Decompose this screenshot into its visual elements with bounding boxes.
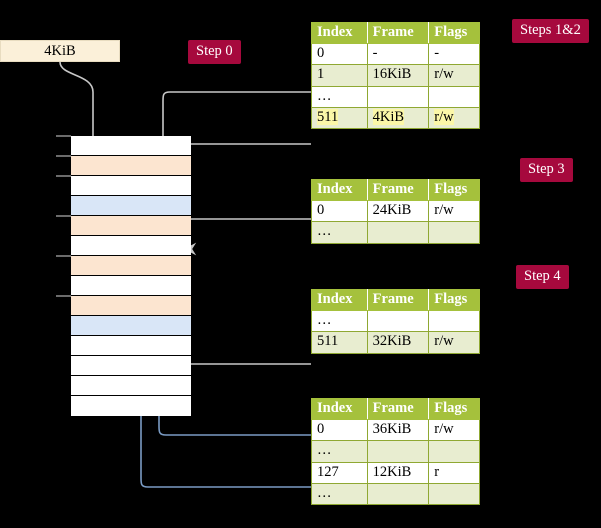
cell-index: 511 bbox=[311, 331, 368, 354]
memory-row-10 bbox=[71, 336, 191, 356]
cell-frame bbox=[366, 482, 430, 506]
cell-index: 0 bbox=[311, 43, 368, 66]
table-row: … bbox=[311, 85, 480, 108]
wire-l4-127-to-memory bbox=[129, 207, 311, 488]
table-row: … bbox=[311, 310, 480, 333]
badge-step-0: Step 0 bbox=[188, 40, 241, 64]
column-header-frame: Frame bbox=[366, 288, 430, 312]
cell-index: 0 bbox=[311, 419, 368, 442]
memory-row-tick-0 bbox=[56, 135, 71, 137]
cell-frame: 12KiB bbox=[366, 461, 430, 484]
cell-flags bbox=[428, 221, 480, 244]
cell-flags bbox=[428, 310, 480, 333]
cell-frame bbox=[366, 310, 430, 333]
cell-flags: - bbox=[428, 43, 480, 66]
table-row: … bbox=[311, 482, 480, 506]
wire-l3-511-to-memory bbox=[166, 299, 311, 365]
badge-steps-1-2: Steps 1&2 bbox=[512, 19, 589, 43]
column-header-index: Index bbox=[311, 21, 368, 45]
memory-row-3 bbox=[71, 196, 191, 216]
wire-l4-0-to-memory bbox=[147, 324, 311, 436]
memory-row-tick-6 bbox=[56, 255, 71, 257]
wire-l1-511-to-memory bbox=[162, 143, 311, 157]
column-header-index: Index bbox=[311, 178, 368, 202]
memory-row-11 bbox=[71, 356, 191, 376]
cell-frame: 32KiB bbox=[366, 331, 430, 354]
cell-flags: r/w bbox=[428, 64, 480, 87]
memory-row-8 bbox=[56, 295, 191, 316]
memory-row-0 bbox=[56, 135, 191, 156]
memory-row-tick-4 bbox=[56, 215, 71, 217]
cell-index: 127 bbox=[311, 461, 368, 484]
cell-flags: r/w bbox=[428, 331, 480, 354]
column-header-index: Index bbox=[311, 397, 368, 421]
frame-size-label: 4KiB bbox=[44, 42, 76, 59]
cell-index: … bbox=[311, 482, 368, 506]
column-header-frame: Frame bbox=[366, 397, 430, 421]
cell-flags bbox=[428, 85, 480, 108]
column-header-flags: Flags bbox=[428, 21, 480, 45]
cell-frame: - bbox=[366, 43, 430, 66]
frame-size-box: 4KiB bbox=[0, 40, 120, 62]
memory-row-tick-1 bbox=[56, 155, 71, 157]
column-header-frame: Frame bbox=[366, 178, 430, 202]
table-row: 0-- bbox=[311, 43, 480, 66]
memory-row-13 bbox=[71, 396, 191, 416]
memory-row-9 bbox=[71, 316, 191, 336]
table-row: … bbox=[311, 221, 480, 244]
cell-flags: r bbox=[428, 461, 480, 484]
wire-frame-to-memory bbox=[59, 61, 105, 159]
cell-index: 0 bbox=[311, 200, 368, 223]
cell-frame: 36KiB bbox=[366, 419, 430, 442]
badge-step-4: Step 4 bbox=[516, 265, 569, 289]
column-header-flags: Flags bbox=[428, 397, 480, 421]
cell-flags bbox=[428, 440, 480, 463]
cell-index: … bbox=[311, 310, 368, 333]
memory-row-4 bbox=[56, 215, 191, 236]
memory-row-6 bbox=[56, 255, 191, 276]
table-row: … bbox=[311, 440, 480, 463]
cell-flags bbox=[428, 482, 480, 506]
memory-row-tick-8 bbox=[56, 295, 71, 297]
column-header-frame: Frame bbox=[366, 21, 430, 45]
wire-step0-rail bbox=[162, 91, 311, 236]
cell-flags: r/w bbox=[428, 200, 480, 223]
cell-frame: 4KiB bbox=[366, 106, 430, 130]
cell-frame: 16KiB bbox=[366, 64, 430, 87]
cell-frame: 24KiB bbox=[366, 200, 430, 223]
cell-flags: r/w bbox=[428, 106, 480, 130]
column-header-index: Index bbox=[311, 288, 368, 312]
wire-l2-0-to-memory bbox=[184, 218, 311, 256]
memory-row-1 bbox=[56, 155, 191, 176]
cell-frame bbox=[366, 221, 430, 244]
cell-frame bbox=[366, 85, 430, 108]
cell-flags: r/w bbox=[428, 419, 480, 442]
physical-memory-column bbox=[56, 135, 191, 416]
cell-index: … bbox=[311, 85, 368, 108]
memory-row-12 bbox=[71, 376, 191, 396]
memory-row-tick-2 bbox=[56, 175, 71, 177]
cell-index: 1 bbox=[311, 64, 368, 87]
cell-index: … bbox=[311, 221, 368, 244]
memory-row-2 bbox=[56, 175, 191, 196]
memory-row-7 bbox=[71, 276, 191, 296]
column-header-flags: Flags bbox=[428, 288, 480, 312]
column-header-flags: Flags bbox=[428, 178, 480, 202]
cell-frame bbox=[366, 440, 430, 463]
badge-step-3: Step 3 bbox=[520, 158, 573, 182]
cell-index: 511 bbox=[311, 106, 368, 130]
cell-index: … bbox=[311, 440, 368, 463]
memory-row-5 bbox=[71, 236, 191, 256]
